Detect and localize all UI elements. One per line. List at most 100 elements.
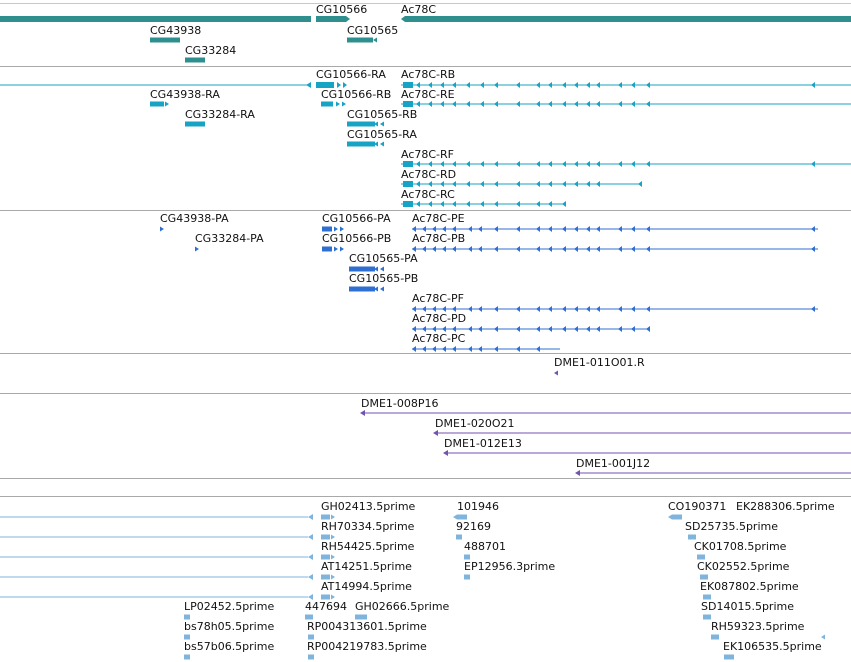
transcript-label[interactable]: CG33284-RA [185, 108, 255, 121]
est-label[interactable]: 101946 [457, 500, 499, 513]
est-label[interactable]: 447694 [305, 600, 347, 613]
est-label[interactable]: EK288306.5prime [736, 500, 835, 513]
reverse-arrow-glyph [452, 82, 456, 88]
est-label[interactable]: bs78h05.5prime [184, 620, 274, 633]
reverse-arrow-glyph [440, 201, 444, 207]
protein-label[interactable]: Ac78C-PC [412, 332, 466, 345]
clone-label[interactable]: DME1-012E13 [444, 437, 522, 450]
est-label[interactable]: RH54425.5prime [321, 540, 415, 553]
protein-label[interactable]: CG10566-PB [322, 232, 391, 245]
reverse-arrow-glyph [596, 101, 600, 107]
reverse-arrow-glyph [380, 141, 384, 147]
forward-arrow-glyph [334, 246, 338, 252]
exon-block [403, 201, 413, 207]
protein-track [160, 226, 818, 352]
gene-label[interactable]: Ac78C [401, 3, 436, 16]
est-label[interactable]: EP12956.3prime [464, 560, 555, 573]
reverse-arrow-glyph [646, 326, 650, 332]
reverse-arrow-glyph [586, 326, 590, 332]
gene-label[interactable]: CG10566 [316, 3, 367, 16]
reverse-arrow-glyph [646, 161, 650, 167]
protein-label[interactable]: CG33284-PA [195, 232, 264, 245]
clone-label[interactable]: DME1-008P16 [361, 397, 439, 410]
est-label[interactable]: CK02552.5prime [697, 560, 790, 573]
protein-label[interactable]: Ac78C-PF [412, 292, 464, 305]
reverse-arrow-glyph [574, 326, 578, 332]
protein-label[interactable]: CG10566-PA [322, 212, 391, 225]
transcript-label[interactable]: Ac78C-RF [401, 148, 454, 161]
reverse-arrow-glyph [380, 266, 384, 272]
protein-label[interactable]: CG10565-PB [349, 272, 418, 285]
reverse-arrow-glyph [821, 634, 825, 640]
transcript-label[interactable]: CG43938-RA [150, 88, 220, 101]
reverse-arrow-glyph [574, 226, 578, 232]
exon-block [321, 574, 330, 580]
reverse-arrow-glyph [631, 161, 635, 167]
reverse-arrow-glyph [452, 326, 456, 332]
protein-label[interactable]: Ac78C-PD [412, 312, 466, 325]
reverse-arrow-glyph [596, 246, 600, 252]
reverse-arrow-glyph [646, 306, 650, 312]
reverse-arrow-glyph [452, 161, 456, 167]
gene-track [0, 3, 851, 63]
reverse-arrow-glyph [562, 82, 566, 88]
reverse-arrow-glyph [428, 161, 432, 167]
transcript-label[interactable]: CG10565-RB [347, 108, 417, 121]
reverse-arrow-glyph [452, 101, 456, 107]
est-label[interactable]: CO190371 [668, 500, 726, 513]
reverse-arrow-glyph [401, 16, 405, 22]
transcript-label[interactable]: Ac78C-RD [401, 168, 456, 181]
gene-label[interactable]: CG10565 [347, 24, 398, 37]
est-label[interactable]: RH70334.5prime [321, 520, 415, 533]
gene-label[interactable]: CG33284 [185, 44, 236, 57]
reverse-arrow-glyph [440, 161, 444, 167]
est-label[interactable]: RP004313601.5prime [307, 620, 427, 633]
exon-block [403, 181, 413, 187]
reverse-arrow-glyph [432, 226, 436, 232]
reverse-arrow-glyph [478, 246, 482, 252]
est-label[interactable]: SD25735.5prime [685, 520, 778, 533]
exon-block [184, 654, 190, 660]
est-label[interactable]: 92169 [456, 520, 491, 533]
reverse-arrow-glyph [422, 226, 426, 232]
protein-label[interactable]: CG43938-PA [160, 212, 229, 225]
reverse-arrow-glyph [480, 181, 484, 187]
est-label[interactable]: 488701 [464, 540, 506, 553]
forward-arrow-glyph [331, 554, 335, 560]
est-label[interactable]: EK087802.5prime [700, 580, 799, 593]
clone-label[interactable]: DME1-001J12 [576, 457, 650, 470]
transcript-label[interactable]: Ac78C-RC [401, 188, 455, 201]
transcript-label[interactable]: CG10565-RA [347, 128, 417, 141]
transcript-track [0, 82, 851, 207]
transcript-label[interactable]: Ac78C-RE [401, 88, 455, 101]
reverse-arrow-glyph [516, 326, 520, 332]
protein-label[interactable]: Ac78C-PE [412, 212, 465, 225]
est-label[interactable]: AT14251.5prime [321, 560, 412, 573]
reverse-arrow-glyph [586, 101, 590, 107]
reverse-arrow-glyph [548, 306, 552, 312]
protein-label[interactable]: CG10565-PA [349, 252, 418, 265]
est-label[interactable]: SD14015.5prime [701, 600, 794, 613]
reverse-arrow-glyph [453, 514, 457, 520]
est-label[interactable]: CK01708.5prime [694, 540, 787, 553]
est-label[interactable]: AT14994.5prime [321, 580, 412, 593]
reverse-arrow-glyph [422, 346, 426, 352]
est-label[interactable]: GH02413.5prime [321, 500, 416, 513]
clone-label[interactable]: DME1-011O01.R [554, 356, 645, 369]
reverse-arrow-glyph [575, 470, 580, 476]
transcript-label[interactable]: Ac78C-RB [401, 68, 455, 81]
est-label[interactable]: RP004219783.5prime [307, 640, 427, 653]
est-label[interactable]: EK106535.5prime [723, 640, 822, 653]
exon-block [724, 654, 734, 660]
est-label[interactable]: bs57b06.5prime [184, 640, 274, 653]
protein-label[interactable]: Ac78C-PB [412, 232, 465, 245]
clone-label[interactable]: DME1-020O21 [435, 417, 515, 430]
exon-block [347, 141, 375, 147]
gene-label[interactable]: CG43938 [150, 24, 201, 37]
reverse-arrow-glyph [562, 161, 566, 167]
transcript-label[interactable]: CG10566-RB [321, 88, 391, 101]
est-label[interactable]: LP02452.5prime [184, 600, 275, 613]
est-label[interactable]: RH59323.5prime [711, 620, 805, 633]
transcript-label[interactable]: CG10566-RA [316, 68, 386, 81]
est-label[interactable]: GH02666.5prime [355, 600, 450, 613]
